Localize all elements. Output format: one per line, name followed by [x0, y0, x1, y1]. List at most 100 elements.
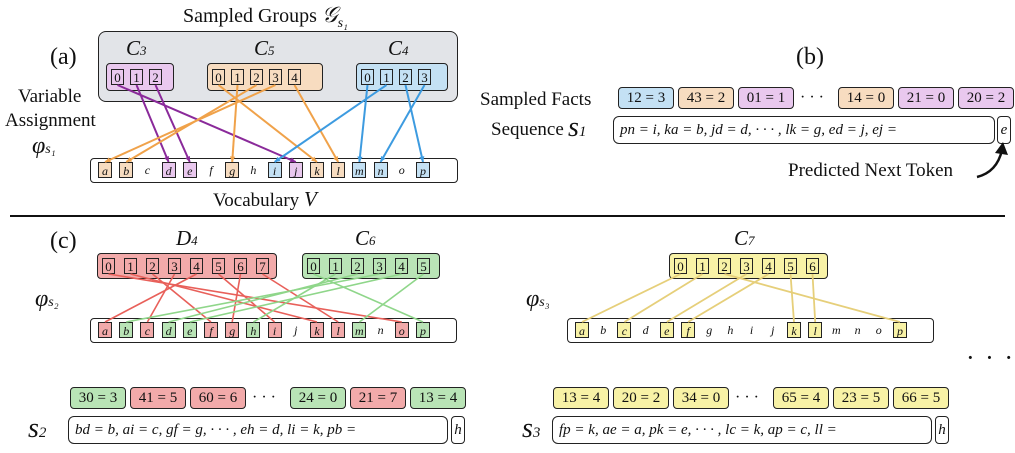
cell-c5-2: 2: [250, 69, 263, 85]
fact-s1-0: 12 = 3: [618, 87, 674, 109]
vocab-s3-j: j: [771, 323, 775, 337]
vocab-s2-l: l: [331, 322, 346, 338]
vocab-s3-g: g: [706, 323, 713, 337]
vocab-s2-i: i: [267, 322, 282, 338]
cell-c7-3: 3: [740, 258, 753, 274]
cell-c6-4: 4: [395, 258, 408, 274]
fact-s2-1: 41 = 5: [130, 387, 186, 409]
fact-s1-3: · · ·: [800, 89, 824, 106]
vocab-a-g: g: [225, 162, 240, 178]
sequence-s1: pn = i, ka = b, jd = d, · · · , lk = g, …: [613, 116, 995, 144]
vocab-s3-c: c: [617, 322, 632, 338]
group-label-c6: C6: [355, 226, 376, 250]
cell-c7-1: 1: [696, 258, 709, 274]
vocab-a-h: h: [250, 163, 257, 177]
group-label-c7: C7: [734, 226, 755, 250]
more-ellipsis: · · ·: [966, 343, 1015, 372]
panel-label-b: (b): [796, 44, 824, 70]
cell-c6-1: 1: [329, 258, 342, 274]
cell-d4-5: 5: [212, 258, 225, 274]
vocab-s2-d: d: [161, 322, 176, 338]
vocab-box-s2: [90, 318, 457, 343]
vocab-a-f: f: [209, 163, 213, 177]
vocab-a-a: a: [98, 162, 112, 178]
group-label-d4: D4: [176, 226, 198, 250]
cell-d4-7: 7: [256, 258, 269, 274]
cell-c4-2: 2: [399, 69, 412, 85]
vocab-s3-d: d: [642, 323, 649, 337]
cell-d4-4: 4: [190, 258, 203, 274]
vocab-s3-n: n: [854, 323, 861, 337]
cell-c5-1: 1: [231, 69, 244, 85]
cell-d4-0: 0: [102, 258, 115, 274]
sampled-facts-label: Sampled Facts: [480, 89, 592, 110]
phi-s1-label: φs₁: [32, 133, 56, 159]
vocab-box-a: [90, 158, 458, 183]
fact-s1-1: 43 = 2: [678, 87, 734, 109]
vocab-s3-i: i: [749, 323, 754, 337]
vocab-s2-c: c: [140, 322, 155, 338]
vocab-a-b: b: [119, 162, 134, 178]
fact-s1-5: 21 = 0: [898, 87, 954, 109]
vocab-s3-a: a: [575, 322, 589, 338]
vocab-a-e: e: [182, 162, 197, 178]
cell-c7-6: 6: [806, 258, 819, 274]
cell-c5-0: 0: [212, 69, 225, 85]
vocab-s3-h: h: [727, 323, 734, 337]
vocab-s2-b: b: [119, 322, 134, 338]
group-label-c3: C3: [126, 36, 147, 60]
vocab-s2-a: a: [98, 322, 112, 338]
vocab-s3-p: p: [893, 322, 907, 338]
vocab-s2-h: h: [246, 322, 261, 338]
next-token-s2: h: [451, 416, 465, 444]
fact-s3-4: 65 = 4: [773, 387, 829, 409]
vocab-a-i: i: [267, 162, 282, 178]
phi-s3-label: φs₃: [526, 286, 550, 312]
fact-s1-4: 14 = 0: [838, 87, 894, 109]
fact-s3-2: 34 = 0: [673, 387, 729, 409]
sequence-s3: fp = k, ae = a, pk = e, · · · , lc = k, …: [552, 416, 932, 444]
cell-c3-2: 2: [149, 69, 162, 85]
fact-s3-5: 23 = 5: [833, 387, 889, 409]
assignment-label: Assignment: [5, 110, 96, 131]
cell-d4-3: 3: [168, 258, 181, 274]
vocab-s3-e: e: [659, 322, 674, 338]
vocab-a-d: d: [161, 162, 176, 178]
variable-label: Variable: [18, 86, 82, 107]
next-token-box: e: [997, 116, 1011, 144]
vocab-s2-m: m: [352, 322, 367, 338]
cell-c3-0: 0: [111, 69, 124, 85]
vocab-s3-b: b: [600, 323, 607, 337]
cell-c6-5: 5: [417, 258, 430, 274]
vocab-s3-o: o: [875, 323, 882, 337]
vocab-a-o: o: [398, 163, 405, 177]
cell-c7-2: 2: [718, 258, 731, 274]
cell-c4-0: 0: [361, 69, 374, 85]
vocab-s3-m: m: [832, 323, 841, 337]
fact-s2-2: 60 = 6: [190, 387, 246, 409]
next-token-s3: h: [935, 416, 949, 444]
s2-label: s2: [28, 413, 47, 444]
phi-s2-label: φs₂: [35, 286, 59, 312]
predicted-next-token-label: Predicted Next Token: [788, 160, 954, 181]
sequence-s2: bd = b, ai = c, gf = g, · · · , eh = d, …: [68, 416, 448, 444]
fact-s2-6: 13 = 4: [410, 387, 466, 409]
group-label-c5: C5: [254, 36, 275, 60]
vocab-s2-g: g: [225, 322, 240, 338]
panel-label-c: (c): [50, 228, 77, 254]
vocab-s2-j: j: [294, 323, 298, 337]
cell-c7-5: 5: [784, 258, 797, 274]
cell-c7-4: 4: [762, 258, 775, 274]
s1-label: s1: [568, 112, 587, 143]
vocab-s2-n: n: [377, 323, 384, 337]
vocab-s2-f: f: [204, 322, 218, 338]
fact-s2-3: · · ·: [252, 389, 276, 406]
fact-s2-0: 30 = 3: [70, 387, 126, 409]
group-label-c4: C4: [388, 36, 409, 60]
cell-c6-3: 3: [373, 258, 386, 274]
cell-c7-0: 0: [674, 258, 687, 274]
fact-s3-0: 13 = 4: [553, 387, 609, 409]
cell-d4-1: 1: [124, 258, 137, 274]
cell-c5-4: 4: [288, 69, 301, 85]
